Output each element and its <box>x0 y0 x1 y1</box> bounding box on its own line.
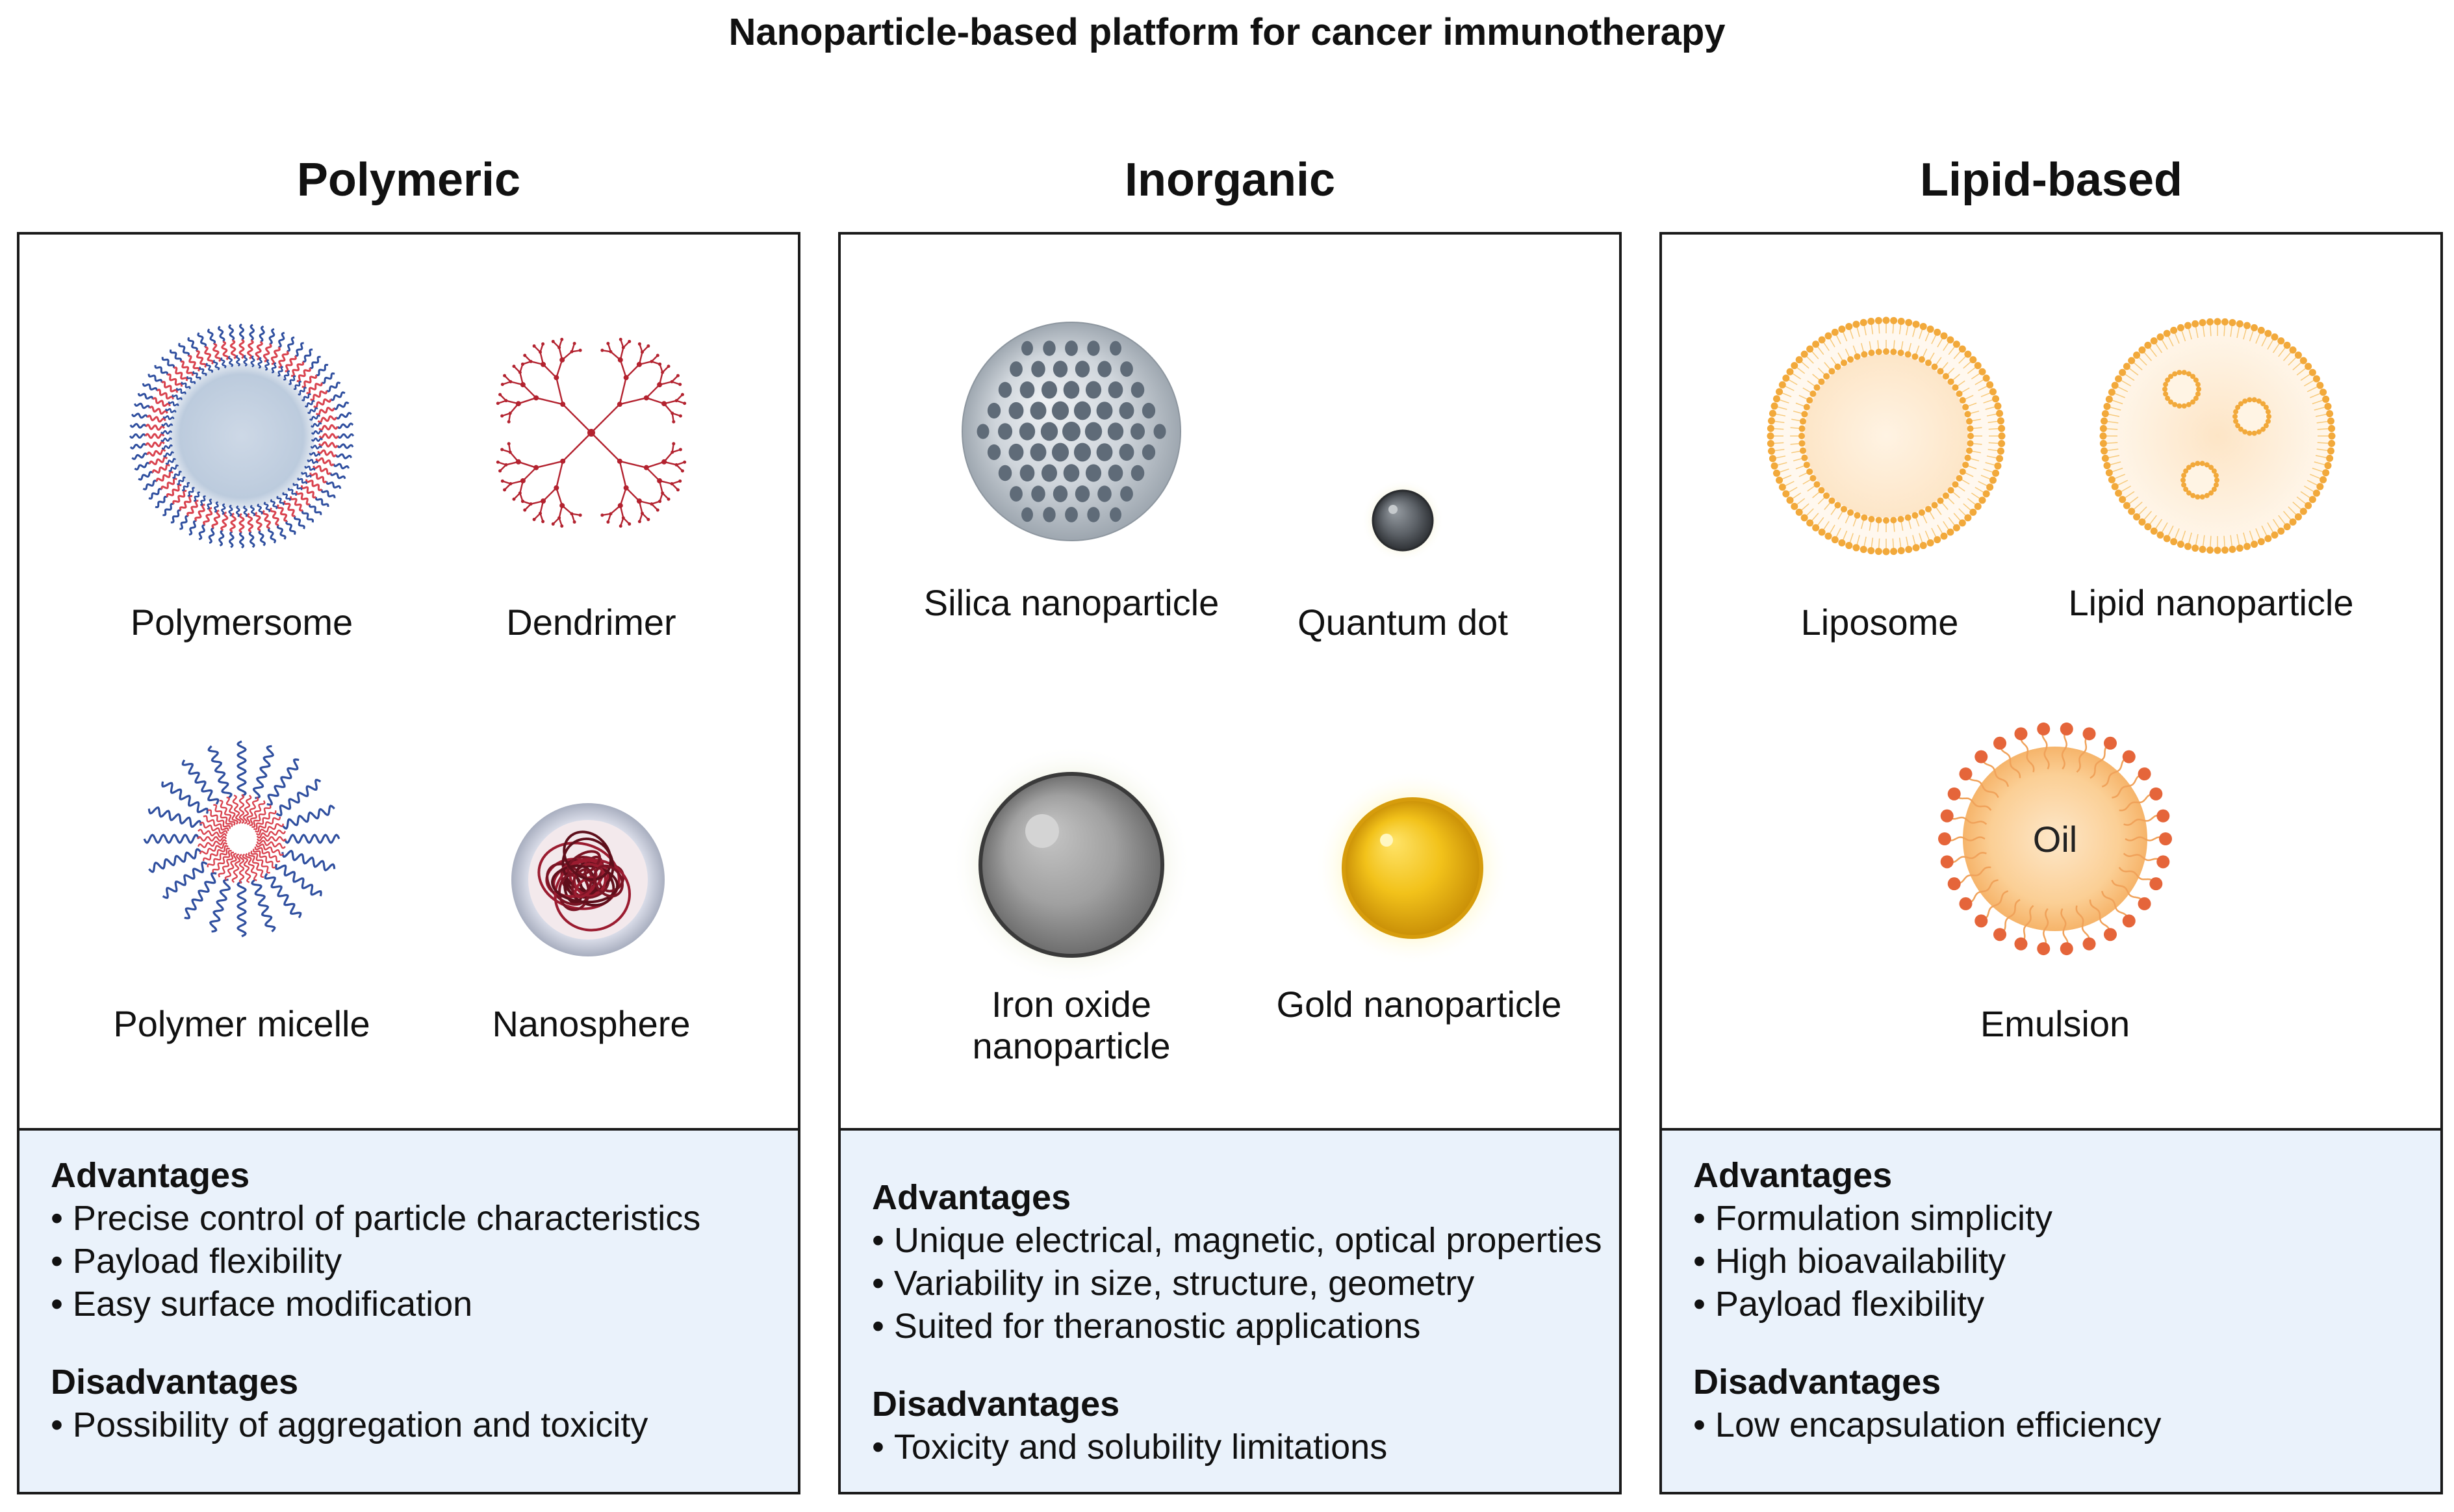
emulsion-oil-label: Oil <box>2033 819 2077 860</box>
label-polymer-micelle: Polymer micelle <box>113 1003 370 1044</box>
advantage-item: Payload flexibility <box>51 1240 700 1283</box>
label-emulsion: Emulsion <box>1980 1003 2130 1044</box>
panel-lipid-based: Liposome Lipid nanoparticle Oil Emulsion… <box>1659 232 2443 1494</box>
advantage-item: Variability in size, structure, geometry <box>872 1262 1602 1305</box>
polymer-micelle-illustration <box>143 740 340 938</box>
advantages-heading: Advantages <box>872 1178 1071 1217</box>
gold-nanoparticle-illustration <box>1315 771 1510 966</box>
info-box-lipid-based: Advantages Formulation simplicity High b… <box>1662 1128 2440 1492</box>
lipid-nanoparticle-illustration <box>2099 318 2336 554</box>
nanosphere-illustration <box>511 803 665 956</box>
advantage-item: High bioavailability <box>1693 1240 2161 1283</box>
advantage-item: Easy surface modification <box>51 1283 700 1326</box>
label-lipid-nanoparticle: Lipid nanoparticle <box>2068 582 2354 623</box>
label-polymersome: Polymersome <box>130 602 353 643</box>
emulsion-illustration: Oil <box>1938 722 2172 956</box>
label-iron-oxide-nanoparticle: Iron oxide nanoparticle <box>972 984 1171 1066</box>
liposome-illustration <box>1767 316 2006 556</box>
advantage-item: Suited for theranostic applications <box>872 1305 1602 1348</box>
disadvantage-item: Low encapsulation efficiency <box>1693 1403 2161 1446</box>
label-nanosphere: Nanosphere <box>492 1003 691 1044</box>
disadvantage-item: Toxicity and solubility limitations <box>872 1426 1602 1468</box>
figure-title: Nanoparticle-based platform for cancer i… <box>728 11 1726 53</box>
label-silica-nanoparticle: Silica nanoparticle <box>923 582 1220 623</box>
dendrimer-illustration <box>496 337 687 528</box>
label-quantum-dot: Quantum dot <box>1297 602 1508 643</box>
panel-polymeric: Polymersome Dendrimer Polymer micelle Na… <box>17 232 800 1494</box>
category-title-lipid-based: Lipid-based <box>1919 154 2182 206</box>
advantages-heading: Advantages <box>51 1156 250 1195</box>
illustration-area-inorganic: Silica nanoparticle Quantum dot Iron oxi… <box>841 235 1619 1128</box>
illustration-area-lipid-based: Liposome Lipid nanoparticle Oil Emulsion <box>1662 235 2440 1128</box>
silica-nanoparticle-illustration <box>962 322 1181 541</box>
disadvantages-heading: Disadvantages <box>1693 1363 1941 1402</box>
label-liposome: Liposome <box>1800 602 1959 643</box>
quantum-dot-illustration <box>1361 479 1444 562</box>
advantages-heading: Advantages <box>1693 1156 1893 1195</box>
disadvantage-item: Possibility of aggregation and toxicity <box>51 1403 700 1446</box>
panel-inorganic: Silica nanoparticle Quantum dot Iron oxi… <box>838 232 1622 1494</box>
advantage-item: Payload flexibility <box>1693 1283 2161 1326</box>
iron-oxide-nanoparticle-illustration <box>951 745 1192 985</box>
info-box-polymeric: Advantages Precise control of particle c… <box>19 1128 798 1492</box>
info-box-inorganic: Advantages Unique electrical, magnetic, … <box>841 1128 1619 1492</box>
disadvantages-heading: Disadvantages <box>872 1385 1120 1424</box>
illustration-area-polymeric: Polymersome Dendrimer Polymer micelle Na… <box>19 235 798 1128</box>
category-title-polymeric: Polymeric <box>296 154 521 206</box>
polymersome-illustration <box>129 323 355 549</box>
label-gold-nanoparticle: Gold nanoparticle <box>1276 984 1562 1025</box>
category-title-inorganic: Inorganic <box>1124 154 1336 206</box>
disadvantages-heading: Disadvantages <box>51 1363 299 1402</box>
label-dendrimer: Dendrimer <box>506 602 676 643</box>
advantage-item: Unique electrical, magnetic, optical pro… <box>872 1219 1602 1262</box>
advantage-item: Formulation simplicity <box>1693 1197 2161 1240</box>
advantage-item: Precise control of particle characterist… <box>51 1197 700 1240</box>
